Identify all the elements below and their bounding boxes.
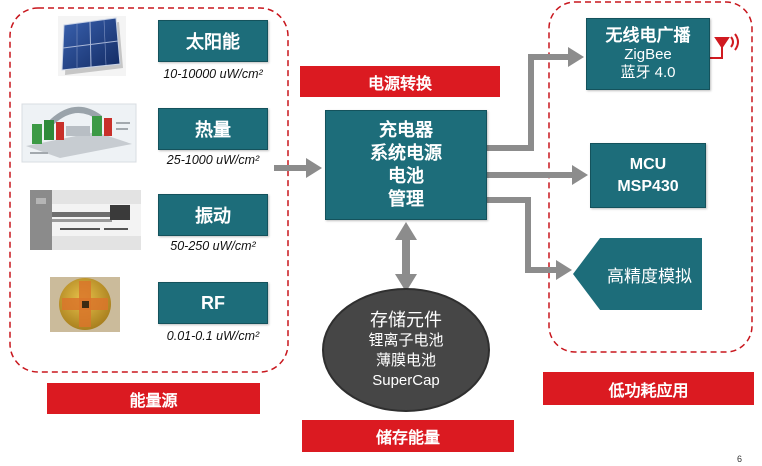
source-vibration-density: 50-250 uW/cm² [170, 239, 256, 253]
source-rf-label: RF [201, 292, 225, 313]
conversion-line-1: 充电器 [379, 120, 433, 140]
source-heat-block: 热量 [158, 108, 268, 150]
source-solar-block: 太阳能 [158, 20, 268, 62]
energy-storage-label: 储存能量 [302, 420, 514, 452]
thermoelectric-image [21, 103, 137, 163]
source-rf-density: 0.01-0.1 uW/cm² [166, 329, 260, 343]
energy-sources-region [9, 7, 289, 373]
conversion-to-analog-arrow [487, 197, 572, 280]
wireless-line-2: ZigBee [624, 46, 672, 63]
wireless-radio-block: 无线电广播 ZigBee 蓝牙 4.0 [586, 18, 710, 90]
mcu-block: MCU MSP430 [590, 143, 706, 208]
conversion-to-wireless-arrow [487, 47, 584, 151]
source-heat-density: 25-1000 uW/cm² [166, 153, 260, 167]
storage-item-thin-film: 薄膜电池 [375, 352, 436, 369]
source-solar-density: 10-10000 uW/cm² [163, 67, 263, 81]
source-vibration-label: 振动 [195, 206, 231, 226]
precision-analog-block: 高精度模拟 [573, 238, 702, 310]
conversion-line-2: 系统电源 [370, 143, 442, 163]
wireless-line-3: 蓝牙 4.0 [620, 64, 676, 81]
storage-title: 存储元件 [370, 310, 442, 330]
conversion-line-3: 电池 [388, 166, 424, 186]
low-power-apps-label: 低功耗应用 [543, 372, 754, 405]
source-solar-label: 太阳能 [186, 32, 240, 52]
storage-item-li-ion: 锂离子电池 [368, 332, 444, 349]
precision-analog-label: 高精度模拟 [607, 266, 692, 286]
mcu-line-2: MSP430 [617, 177, 679, 195]
source-vibration-block: 振动 [158, 194, 268, 236]
solar-panel-image [58, 16, 126, 76]
storage-item-supercap: SuperCap [372, 372, 440, 389]
power-conversion-block: 充电器 系统电源 电池 管理 [325, 110, 487, 220]
vibration-harvester-image [30, 190, 141, 250]
page-number: 6 [737, 454, 743, 464]
wireless-line-1: 无线电广播 [605, 26, 691, 45]
power-conversion-label: 电源转换 [300, 66, 500, 97]
storage-elements-ellipse: 存储元件 锂离子电池 薄膜电池 SuperCap [322, 288, 490, 412]
energy-sources-label: 能量源 [47, 383, 260, 414]
source-heat-label: 热量 [195, 120, 231, 140]
antenna-icon [710, 33, 739, 59]
rf-harvester-image [50, 277, 120, 332]
mcu-line-1: MCU [629, 155, 667, 173]
source-rf-block: RF [158, 282, 268, 324]
conversion-line-4: 管理 [388, 189, 424, 209]
